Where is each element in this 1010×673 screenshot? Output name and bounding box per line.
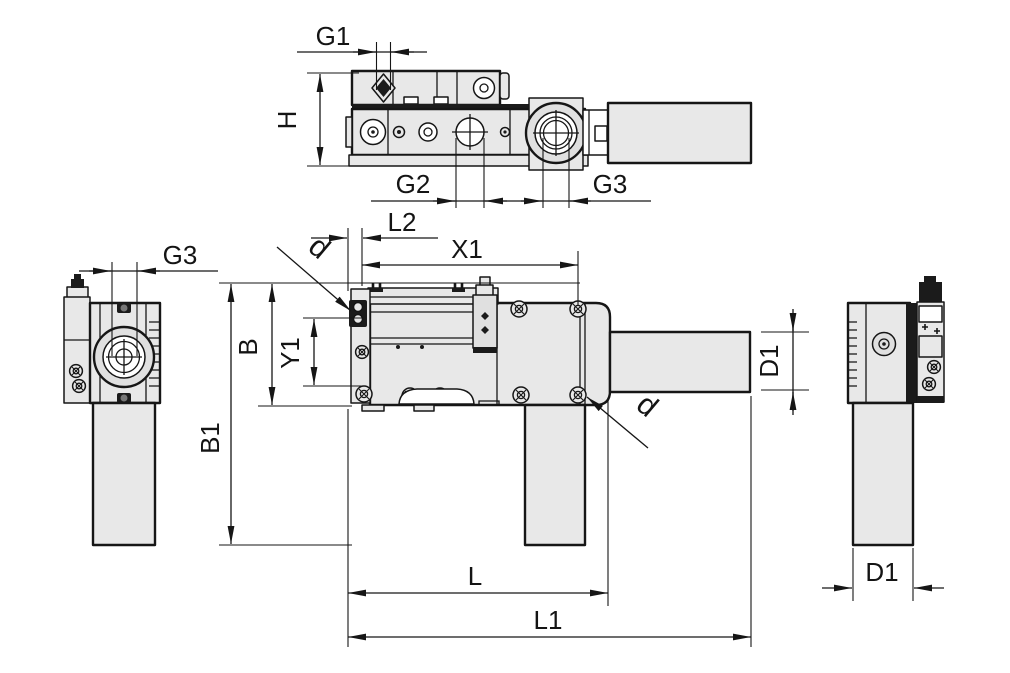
top-view: G1 H G2 G3 — [272, 21, 753, 208]
knurl — [849, 321, 857, 387]
leg-tube-front — [523, 403, 587, 547]
dim-b-y1-b1: B Y1 B1 — [195, 282, 580, 546]
left-view-valve-block — [63, 274, 91, 404]
dim-label-y1: Y1 — [275, 337, 305, 369]
right-view-leg-tube — [851, 401, 915, 547]
left-view: G3 — [63, 240, 218, 547]
dim-label-h: H — [272, 111, 302, 130]
dim-label-b: B — [233, 338, 263, 355]
dim-x1: X1 — [362, 234, 579, 306]
dim-label-d-upper: d — [302, 230, 336, 266]
dim-label-x1: X1 — [451, 234, 483, 264]
dim-d1-side: D1 — [754, 309, 809, 415]
dim-label-l1: L1 — [534, 605, 563, 635]
leader-d-upper: d — [276, 230, 352, 312]
dim-label-d1-side: D1 — [754, 344, 784, 377]
locating-pins — [370, 283, 465, 292]
dim-h: H — [272, 72, 361, 167]
dim-g1: G1 — [297, 21, 427, 90]
dim-label-g3-top: G3 — [593, 169, 628, 199]
dim-label-b1: B1 — [195, 422, 225, 454]
diamond-screw — [371, 73, 396, 103]
right-view: D1 D1 — [754, 276, 945, 601]
dim-l-l1: L L1 — [347, 396, 752, 647]
dim-label-l: L — [468, 561, 482, 591]
front-view: L2 X1 d d B Y1 B1 — [195, 207, 752, 647]
arm-tube-top — [606, 101, 753, 165]
right-view-body — [846, 301, 917, 408]
dim-g3-left: G3 — [79, 240, 218, 356]
dim-d1-bottom: D1 — [822, 548, 944, 601]
dim-g2-g3: G2 G3 — [371, 138, 651, 208]
left-view-leg-tube — [91, 401, 157, 547]
dim-label-d1-bottom: D1 — [865, 557, 898, 587]
dim-label-g2: G2 — [396, 169, 431, 199]
sensor-block — [472, 276, 498, 353]
right-view-valve-block — [916, 276, 945, 403]
dim-l2: L2 — [311, 207, 438, 291]
dim-label-g1: G1 — [316, 21, 351, 51]
arm-tube-front — [608, 330, 752, 394]
dim-label-l2: L2 — [388, 207, 417, 237]
rotary-flange — [524, 97, 588, 171]
dim-label-g3-left: G3 — [163, 240, 198, 270]
crosshair-hole — [452, 114, 488, 150]
left-view-body — [88, 301, 162, 405]
screw-hole — [472, 76, 496, 100]
